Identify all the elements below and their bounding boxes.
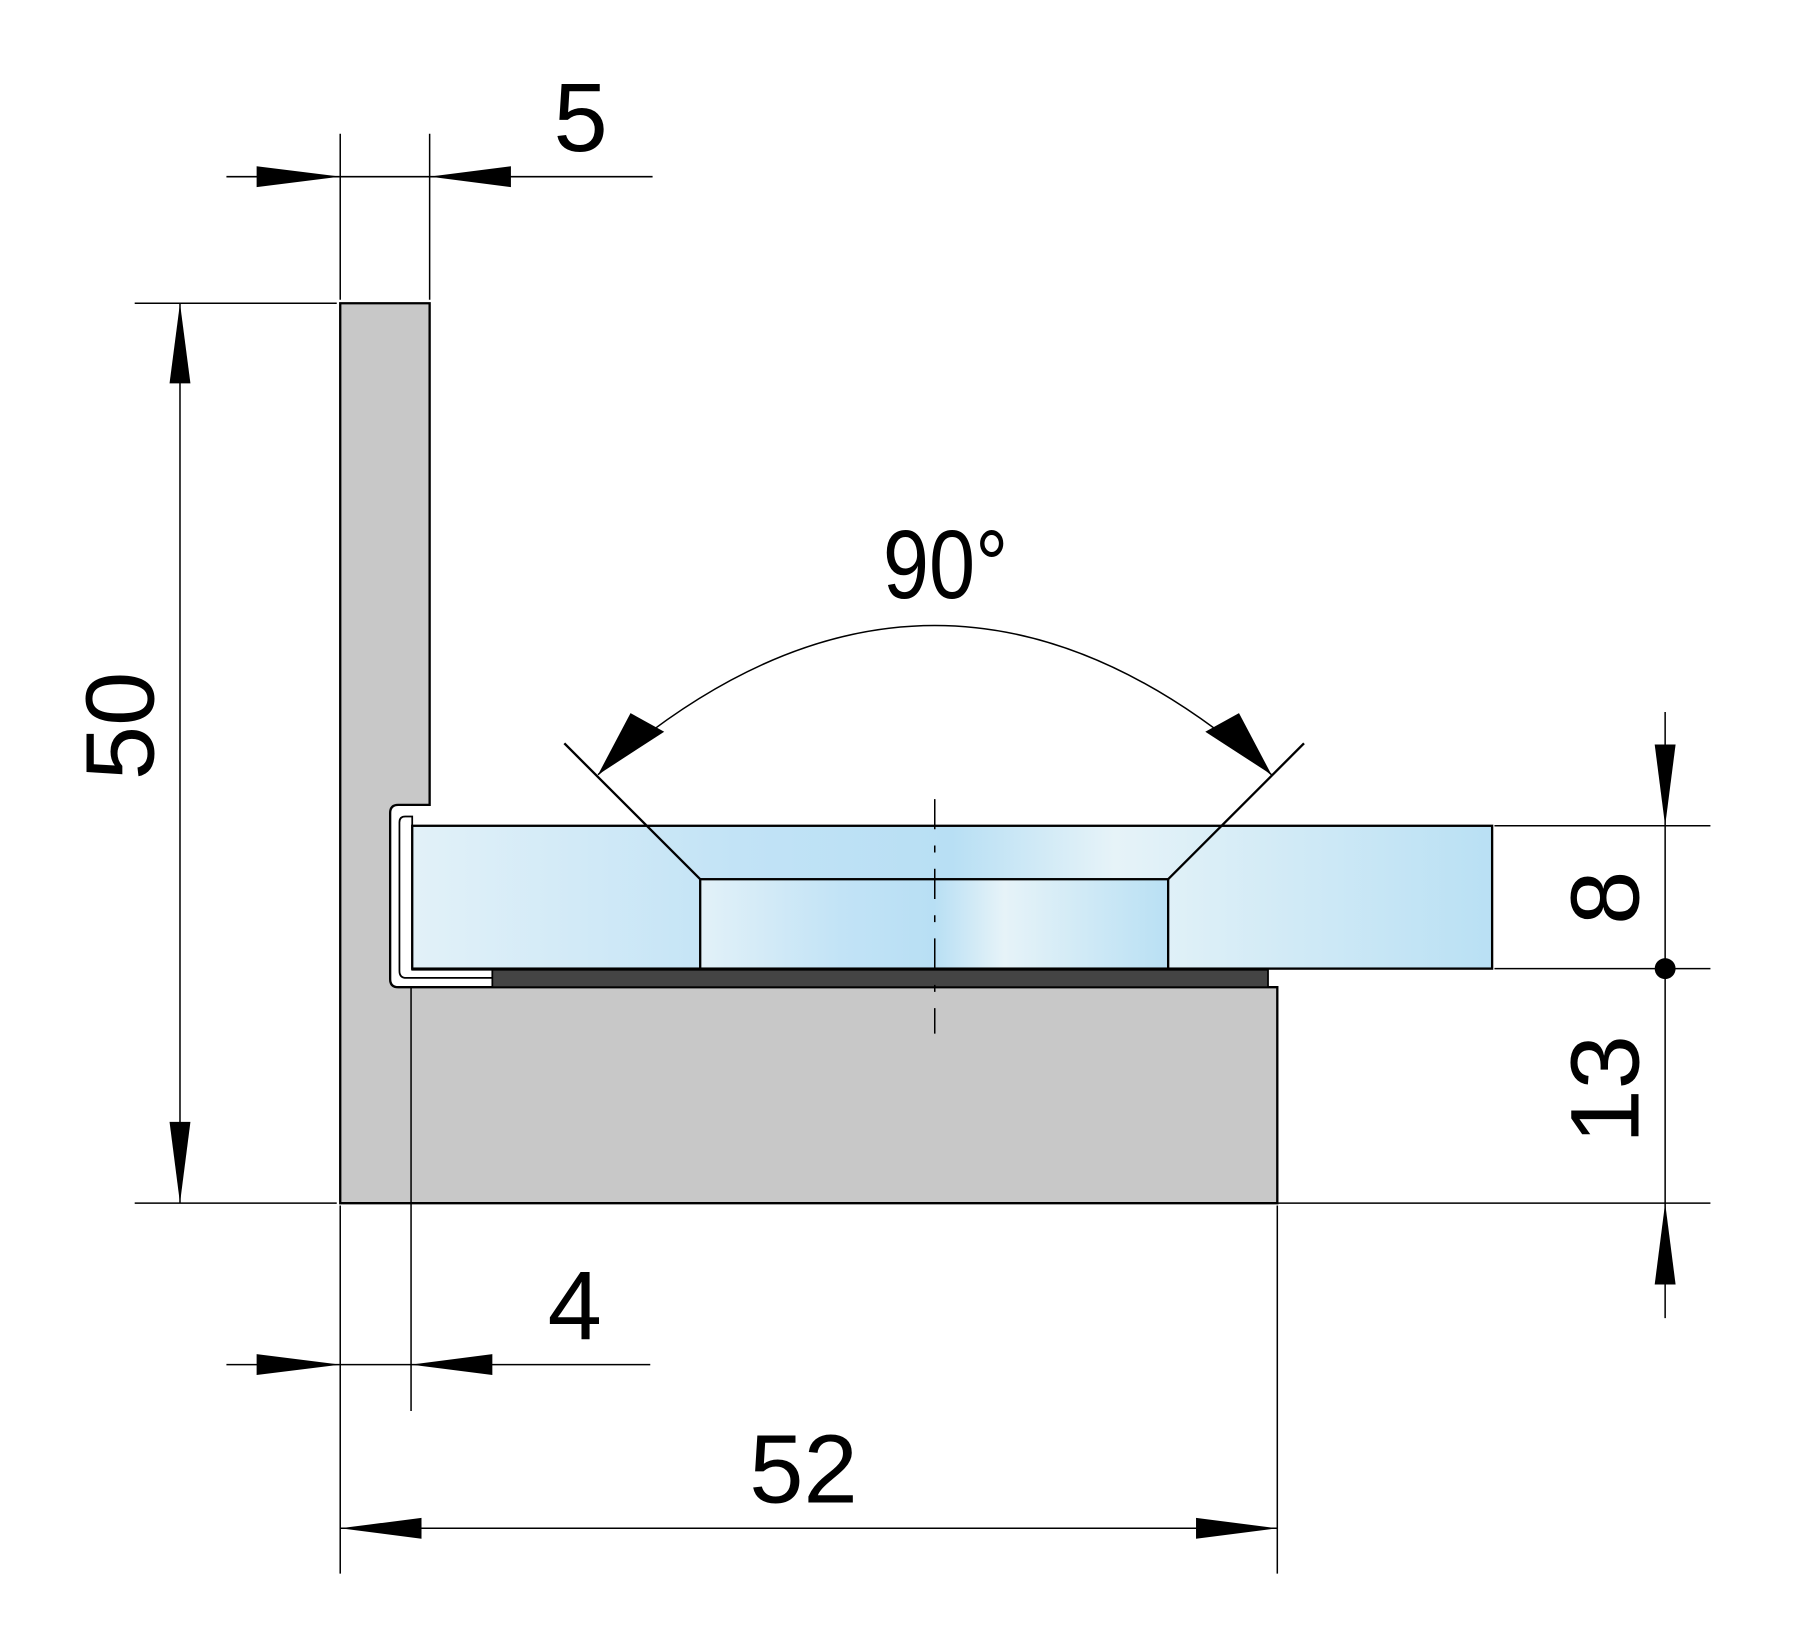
width-label: 52	[749, 1415, 857, 1524]
base-height-label: 13	[1550, 1035, 1659, 1143]
gasket	[491, 968, 1269, 989]
glass-slot	[398, 815, 494, 979]
angle-label: 90°	[883, 511, 1008, 620]
top-thickness-label: 5	[553, 63, 607, 172]
bottom-gap-label: 4	[548, 1251, 602, 1360]
l-profile	[339, 302, 1279, 1205]
glass-thickness-label: 8	[1550, 871, 1659, 925]
height-label: 50	[65, 672, 174, 780]
